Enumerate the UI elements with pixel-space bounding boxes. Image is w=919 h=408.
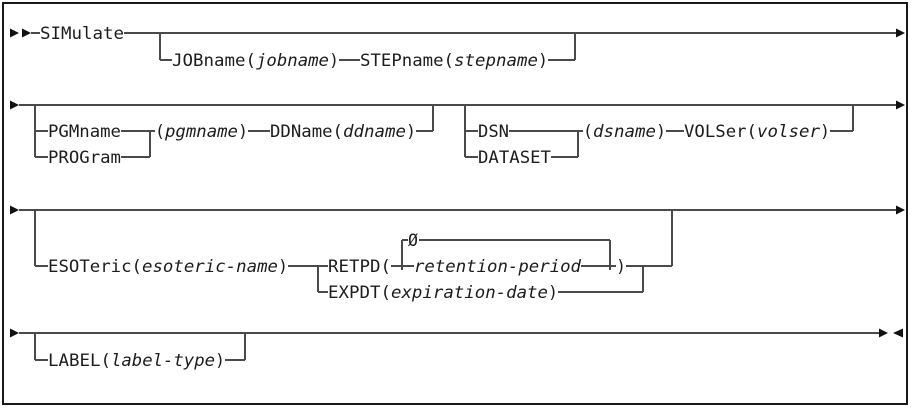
keyword-simulate: SIMulate	[40, 24, 124, 44]
paren-close: )	[538, 51, 548, 71]
keyword-expdt: EXPDT(	[328, 283, 391, 303]
keyword-ddname: DDName(	[270, 122, 343, 142]
keyword-pgmname: PGMname	[48, 122, 121, 142]
default-zero-value: Ø	[408, 231, 418, 251]
paren-close: )	[278, 257, 288, 277]
line-continue-arrow-icon	[10, 100, 19, 110]
variable-pgmname: pgmname	[164, 122, 238, 142]
optional-esoteric-retpd-branch: ESOTeric( esoteric-name ) RETPD( Ø reten…	[34, 210, 673, 303]
optional-dsn-group: DSN DATASET ( dsname ) VOLSer( volser )	[464, 105, 854, 168]
variable-dsname: dsname	[593, 122, 656, 142]
variable-esoteric-name: esoteric-name	[142, 257, 278, 277]
paren-close: )	[238, 122, 248, 142]
paren-close: )	[656, 122, 666, 142]
variable-retention-period: retention-period	[414, 257, 582, 277]
syntax-end-arrow-icon	[893, 328, 903, 338]
optional-pgm-group: PGMname PROGram ( pgmname ) DDName( ddna…	[34, 105, 434, 168]
syntax-start-arrow-icon	[22, 28, 31, 38]
syntax-end-arrow-icon	[879, 328, 888, 338]
keyword-jobname: JOBname(	[172, 51, 256, 71]
syntax-row-4: LABEL( label-type )	[10, 328, 903, 371]
paren-open: (	[583, 122, 593, 142]
keyword-retpd: RETPD(	[328, 257, 391, 277]
keyword-dataset: DATASET	[478, 148, 551, 168]
variable-jobname: jobname	[256, 51, 329, 71]
syntax-row-2: PGMname PROGram ( pgmname ) DDName( ddna…	[10, 100, 905, 168]
keyword-stepname: STEPname(	[360, 51, 454, 71]
syntax-row-1: SIMulate JOBname( jobname ) STEPname( st…	[10, 24, 905, 71]
variable-expiration-date: expiration-date	[391, 283, 548, 303]
keyword-program: PROGram	[48, 148, 121, 168]
line-continue-arrow-icon	[10, 328, 19, 338]
variable-stepname: stepname	[454, 51, 538, 71]
paren-close: )	[329, 51, 339, 71]
paren-close: )	[820, 122, 830, 142]
paren-close: )	[548, 283, 558, 303]
line-continue-arrow-icon	[896, 205, 905, 215]
paren-close: )	[616, 257, 626, 277]
optional-label-branch: LABEL( label-type )	[34, 333, 246, 371]
line-continue-arrow-icon	[10, 205, 19, 215]
keyword-volser: VOLSer(	[684, 122, 757, 142]
optional-jobstep-branch: JOBname( jobname ) STEPname( stepname )	[159, 33, 576, 71]
variable-volser: volser	[757, 122, 821, 142]
diagram-border	[2, 2, 908, 405]
variable-label-type: label-type	[111, 351, 215, 371]
paren-close: )	[406, 122, 416, 142]
line-continue-arrow-icon	[896, 100, 905, 110]
syntax-row-3: ESOTeric( esoteric-name ) RETPD( Ø reten…	[10, 205, 905, 303]
keyword-label: LABEL(	[48, 351, 111, 371]
paren-open: (	[155, 122, 165, 142]
paren-close: )	[215, 351, 225, 371]
line-continue-arrow-icon	[896, 28, 905, 38]
variable-ddname: ddname	[343, 122, 406, 142]
keyword-dsn: DSN	[478, 122, 509, 142]
syntax-start-arrow-icon	[10, 28, 19, 38]
keyword-esoteric: ESOTeric(	[48, 257, 142, 277]
